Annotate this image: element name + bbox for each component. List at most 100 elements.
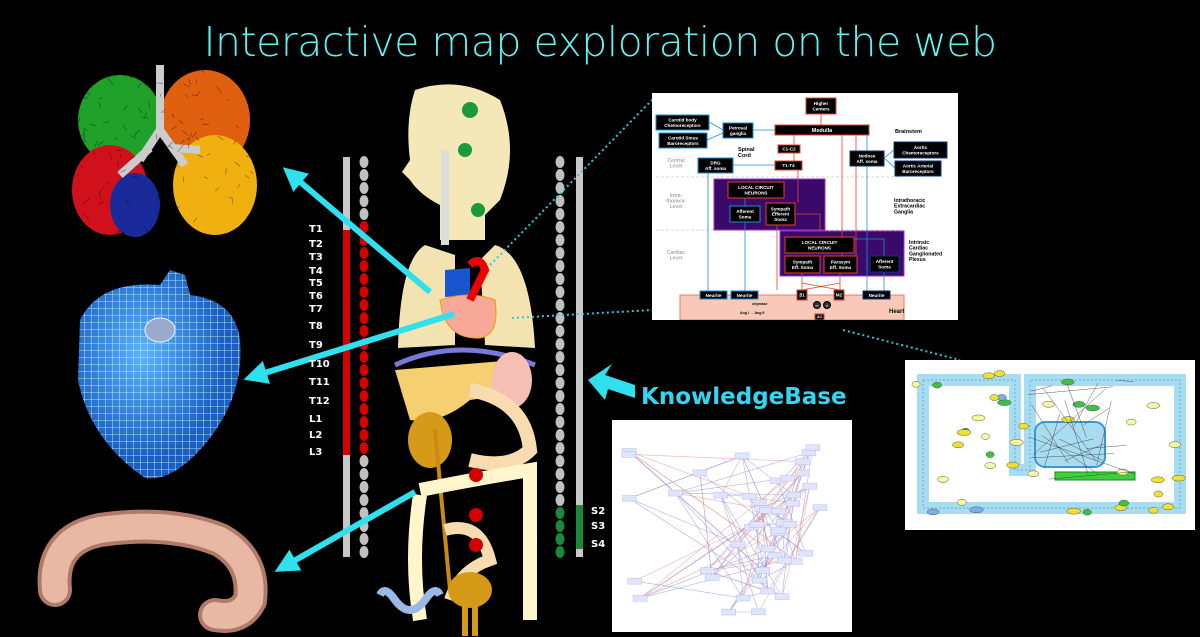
network-node[interactable]	[795, 470, 809, 476]
lungs-image	[72, 65, 260, 243]
diagram-node-m2[interactable]: M2	[834, 290, 844, 300]
diagram-node-t1t4[interactable]: T1-T4	[775, 161, 802, 170]
network-node[interactable]	[700, 568, 714, 574]
network-node[interactable]	[753, 499, 767, 505]
network-node[interactable]	[628, 578, 642, 584]
pathway-node	[1067, 508, 1081, 514]
ganglion-bead	[556, 468, 565, 480]
node-text: Afferent	[736, 209, 754, 214]
diagram-node-as[interactable]: αs	[814, 302, 821, 309]
pathway-node	[912, 381, 920, 387]
network-node[interactable]	[622, 451, 636, 457]
network-node[interactable]	[751, 609, 765, 615]
network-node[interactable]	[787, 492, 801, 498]
network-node[interactable]	[803, 483, 817, 489]
node-text: Carotid Sinus	[668, 135, 698, 140]
network-node[interactable]	[622, 495, 636, 501]
network-node[interactable]	[752, 577, 766, 583]
network-node[interactable]	[799, 550, 813, 556]
network-node[interactable]	[731, 541, 745, 547]
network-node[interactable]	[756, 567, 770, 573]
diagram-node-neurite[interactable]: Neurite	[700, 291, 727, 299]
network-node[interactable]	[750, 522, 764, 528]
network-node[interactable]	[761, 588, 775, 594]
ganglion-bead	[360, 390, 369, 402]
ganglion-bead	[360, 260, 369, 272]
network-node[interactable]	[668, 490, 682, 496]
ganglion-bead	[360, 247, 369, 259]
network-edge	[629, 454, 802, 461]
vertebra-label: S2	[591, 506, 605, 517]
diagram-node-beta1[interactable]: β1	[797, 290, 807, 300]
ganglion-bead	[360, 195, 369, 207]
node-text: C1-C2	[782, 147, 796, 152]
network-node[interactable]	[722, 609, 736, 615]
network-node[interactable]	[759, 507, 773, 513]
diagram-node-c1c2[interactable]: C1-C2	[778, 145, 800, 153]
node-text: Soma	[878, 264, 891, 269]
diagram-label-intrathoracic_ganglia: Ganglia	[894, 209, 913, 215]
knowledgebase-network-graph[interactable]	[612, 420, 852, 632]
diagram-node-ai[interactable]: αi	[824, 302, 831, 309]
network-node[interactable]	[772, 527, 786, 533]
network-node[interactable]	[705, 575, 719, 581]
ganglion-bead	[556, 182, 565, 194]
colon-image	[55, 527, 251, 616]
network-node[interactable]	[786, 500, 800, 506]
pathway-node	[1151, 477, 1164, 483]
node-text: NEURONS	[745, 190, 768, 195]
network-node[interactable]	[813, 505, 827, 511]
diagram-node-ac[interactable]: AC	[815, 314, 824, 320]
ganglion-bead	[556, 390, 565, 402]
cell-pathway-model-image[interactable]	[905, 360, 1195, 530]
node-text: Baroreceptors	[902, 169, 934, 174]
network-node[interactable]	[775, 594, 789, 600]
svg-text:Neurite: Neurite	[869, 293, 885, 298]
node-text: Sympath	[793, 259, 813, 264]
node-text: Chemoreceptors	[664, 123, 701, 128]
network-node[interactable]	[777, 557, 791, 563]
ganglion-bead	[556, 520, 565, 532]
network-node[interactable]	[783, 521, 797, 527]
ganglion-bead	[360, 182, 369, 194]
ganglion-bead	[360, 403, 369, 415]
node-text: AC	[817, 315, 823, 319]
ganglion-bead	[556, 351, 565, 363]
network-node[interactable]	[781, 475, 795, 481]
network-node[interactable]	[771, 508, 785, 514]
network-node[interactable]	[633, 595, 647, 601]
network-node[interactable]	[795, 459, 809, 465]
network-node[interactable]	[743, 493, 757, 499]
diagram-node-neurite[interactable]: Neurite	[731, 291, 758, 299]
ganglion-bead	[360, 169, 369, 181]
diagram-node-medulla[interactable]: Medulla	[775, 125, 869, 135]
pathway-node	[983, 373, 995, 379]
network-node[interactable]	[693, 470, 707, 476]
network-node[interactable]	[806, 445, 820, 451]
ganglion-bead	[556, 247, 565, 259]
network-node[interactable]	[736, 595, 750, 601]
ganglion-bead	[556, 455, 565, 467]
network-node[interactable]	[761, 546, 775, 552]
knowledgebase-label[interactable]: KnowledgeBase	[641, 384, 847, 410]
network-node[interactable]	[714, 492, 728, 498]
network-node[interactable]	[735, 453, 749, 459]
ganglion-bead	[360, 481, 369, 493]
diagram-node-neurite[interactable]: Neurite	[863, 291, 890, 299]
